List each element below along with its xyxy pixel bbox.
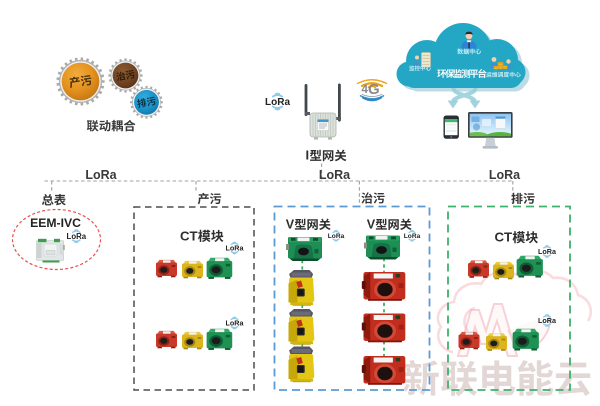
svg-text:EEM-IVC: EEM-IVC bbox=[30, 216, 81, 230]
svg-text:CT: CT bbox=[495, 230, 513, 245]
svg-text:4: 4 bbox=[362, 84, 369, 96]
svg-text:V: V bbox=[286, 218, 295, 232]
svg-text:V: V bbox=[367, 218, 376, 232]
svg-text:LoRa: LoRa bbox=[489, 168, 521, 182]
svg-text:I: I bbox=[306, 148, 310, 163]
svg-text:LoRa: LoRa bbox=[319, 168, 351, 182]
svg-text:LoRa: LoRa bbox=[85, 168, 117, 182]
svg-text:CT: CT bbox=[180, 228, 198, 243]
svg-text:G: G bbox=[368, 81, 380, 98]
